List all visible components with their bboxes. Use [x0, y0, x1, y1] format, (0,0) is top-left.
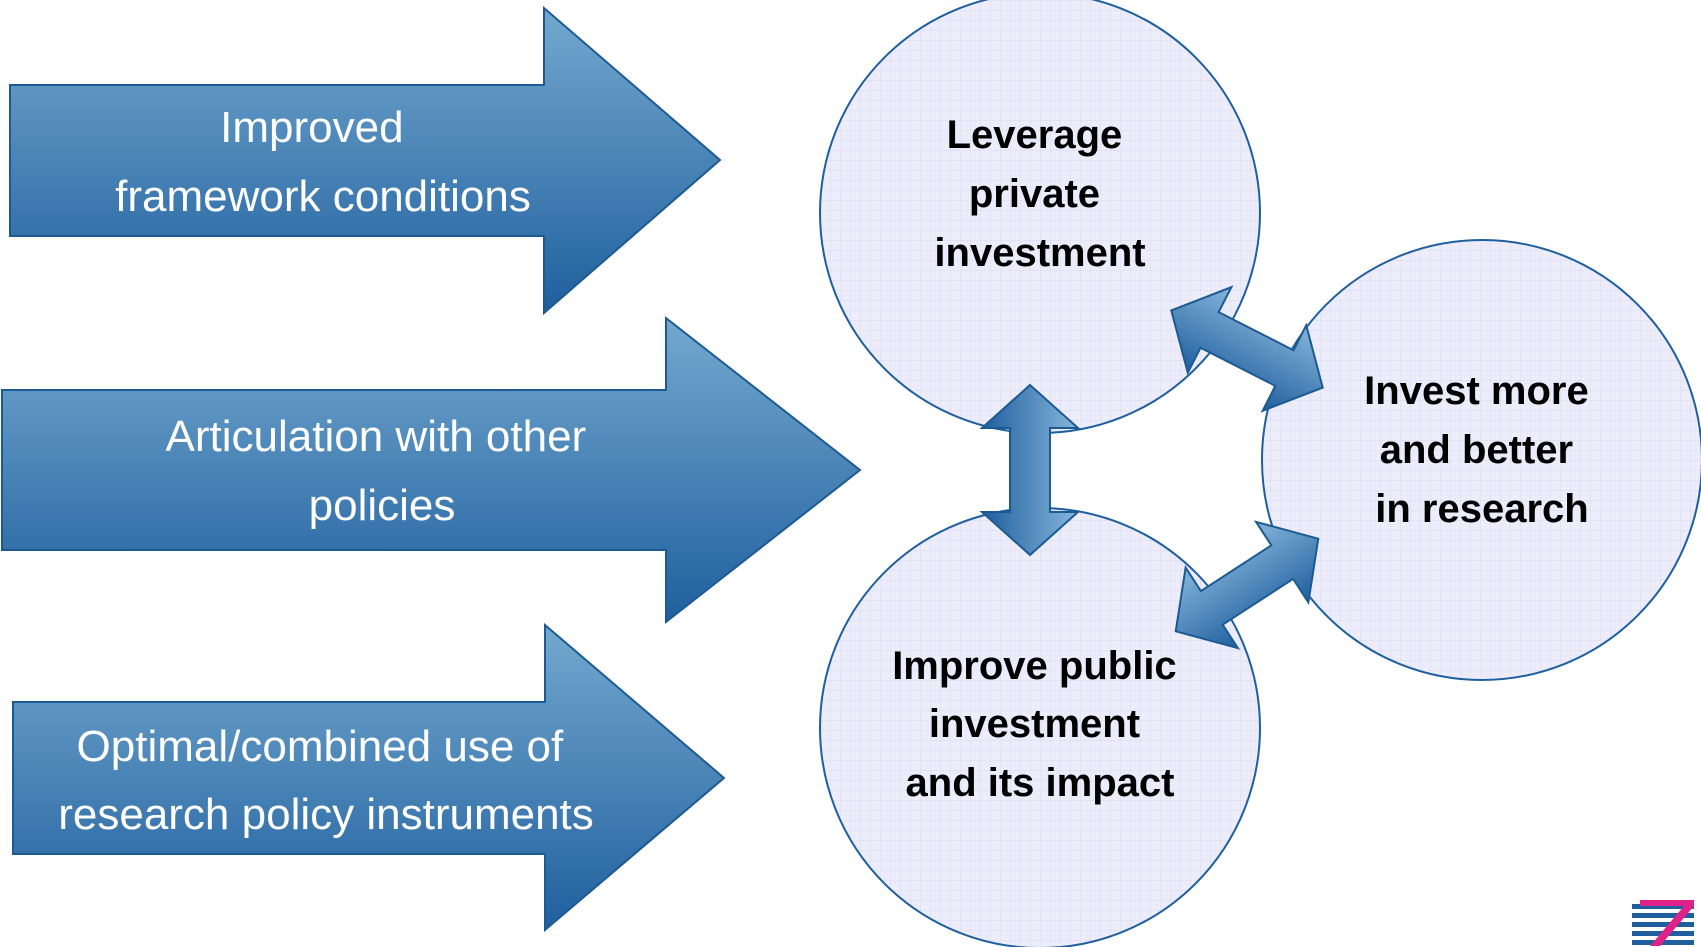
circle-leverage-private-investment: Leverage private investment — [819, 0, 1261, 434]
circle-leverage-label: Leverage private investment — [934, 113, 1145, 275]
circle-invest-line-2: and better — [1380, 428, 1573, 472]
circle-improve-label: Improve public investment and its impact — [892, 644, 1188, 805]
circle-leverage-line-1: Leverage — [947, 113, 1123, 157]
circle-invest-line-1: Invest more — [1364, 369, 1589, 413]
arrow-articulation-line-2: policies — [309, 481, 456, 530]
arrow-articulation-shape — [1, 315, 862, 625]
logo-mark-icon — [1632, 900, 1694, 946]
circle-leverage-line-3: investment — [934, 231, 1145, 275]
arrow-instruments-line-1: Optimal/combined use of — [77, 722, 564, 771]
arrow-framework-conditions: Improved framework conditions — [9, 5, 722, 316]
arrow-instruments-shape — [12, 622, 726, 933]
double-arrow-upper-right-icon — [1170, 285, 1324, 413]
double-arrow-lower-right-icon — [1174, 520, 1320, 650]
circle-leverage-line-2: private — [969, 172, 1100, 216]
circle-invest-shape — [1261, 239, 1701, 681]
arrow-articulation-policies: Articulation with other policies — [1, 315, 862, 625]
circle-invest-more-better: Invest more and better in research — [1261, 239, 1701, 681]
arrow-framework-shape — [9, 5, 722, 316]
circle-improve-line-2: investment — [929, 702, 1140, 746]
arrow-instruments-line-2: research policy instruments — [58, 790, 594, 839]
arrow-instruments-label: Optimal/combined use of research policy … — [58, 722, 594, 839]
circle-invest-label: Invest more and better in research — [1364, 369, 1600, 531]
circle-leverage-shape — [819, 0, 1261, 434]
circle-improve-line-3: and its impact — [906, 761, 1175, 805]
circle-invest-line-3: in research — [1375, 487, 1588, 531]
arrow-articulation-line-1: Articulation with other — [166, 412, 587, 461]
arrow-framework-label: Improved framework conditions — [115, 103, 531, 221]
circle-improve-line-1: Improve public — [892, 644, 1177, 688]
circle-improve-public-investment: Improve public investment and its impact — [819, 507, 1261, 947]
arrow-articulation-label: Articulation with other policies — [166, 412, 599, 530]
arrow-research-policy-instruments: Optimal/combined use of research policy … — [12, 622, 726, 933]
arrow-framework-line-1: Improved — [220, 103, 403, 152]
arrow-framework-line-2: framework conditions — [115, 172, 531, 221]
double-arrow-vertical-icon — [979, 383, 1081, 557]
